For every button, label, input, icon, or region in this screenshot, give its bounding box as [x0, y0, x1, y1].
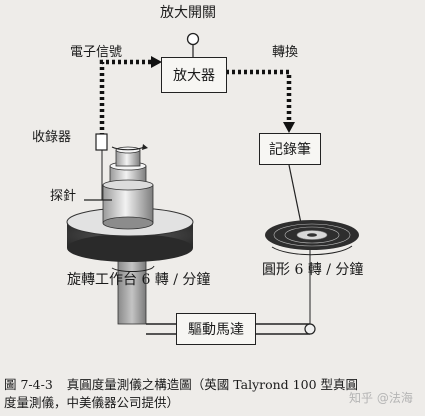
- convert-arrowhead: [283, 122, 295, 133]
- chart-rotation-arrow-icon: [271, 245, 353, 256]
- turntable-label: 旋轉工作台 6 轉 / 分鐘: [67, 272, 211, 288]
- receiver-label: 收錄器: [32, 130, 72, 145]
- shaft-end: [304, 323, 316, 335]
- circle-label: 圓形 6 轉 / 分鐘: [262, 262, 364, 278]
- spindle-rotation-arrow-icon: [111, 265, 155, 273]
- receiver-box: [95, 133, 108, 151]
- caption-line1: 真圓度量測儀之構造圖（英國 Talyrond 100 型真圓: [66, 377, 358, 392]
- workpiece-cylinder: [102, 146, 154, 230]
- rotation-arrow-icon: [111, 146, 145, 151]
- caption-number: 圖 7-4-3: [4, 377, 53, 392]
- switch-knob-icon: [186, 32, 200, 58]
- recorder-box: 記錄筆: [259, 133, 321, 165]
- caption-line2: 度量測儀，中美儀器公司提供）: [4, 395, 180, 410]
- figure-caption: 圖 7-4-3 真圓度量測儀之構造圖（英國 Talyrond 100 型真圓 度量…: [4, 376, 424, 412]
- motor-box: 驅動馬達: [176, 313, 256, 345]
- probe-label: 探針: [50, 189, 77, 204]
- signal-path: [99, 59, 152, 142]
- amplifier-box: 放大器: [161, 57, 227, 93]
- chart-disc: [265, 220, 359, 250]
- signal-arrowhead: [151, 56, 162, 68]
- signal-label: 電子信號: [70, 45, 123, 60]
- amp-switch-label: 放大開關: [160, 5, 216, 21]
- convert-path: [226, 69, 292, 124]
- watermark: 知乎 @法海: [349, 391, 413, 405]
- convert-label: 轉換: [272, 45, 299, 60]
